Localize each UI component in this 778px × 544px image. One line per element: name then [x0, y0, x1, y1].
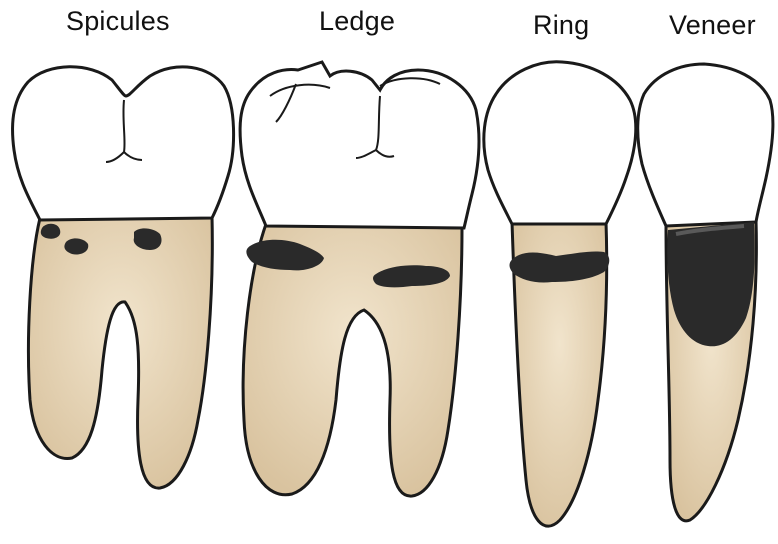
- tooth-veneer: [638, 64, 773, 521]
- tooth-spicules-root: [28, 216, 212, 488]
- tooth-veneer-crown: [638, 64, 773, 226]
- tooth-ledge-crown: [240, 62, 479, 228]
- tooth-spicules: [13, 67, 234, 488]
- tooth-ring: [484, 62, 636, 526]
- tooth-ledge: [240, 62, 479, 496]
- tooth-spicules-crown: [13, 67, 234, 220]
- tooth-ring-crown: [484, 62, 636, 224]
